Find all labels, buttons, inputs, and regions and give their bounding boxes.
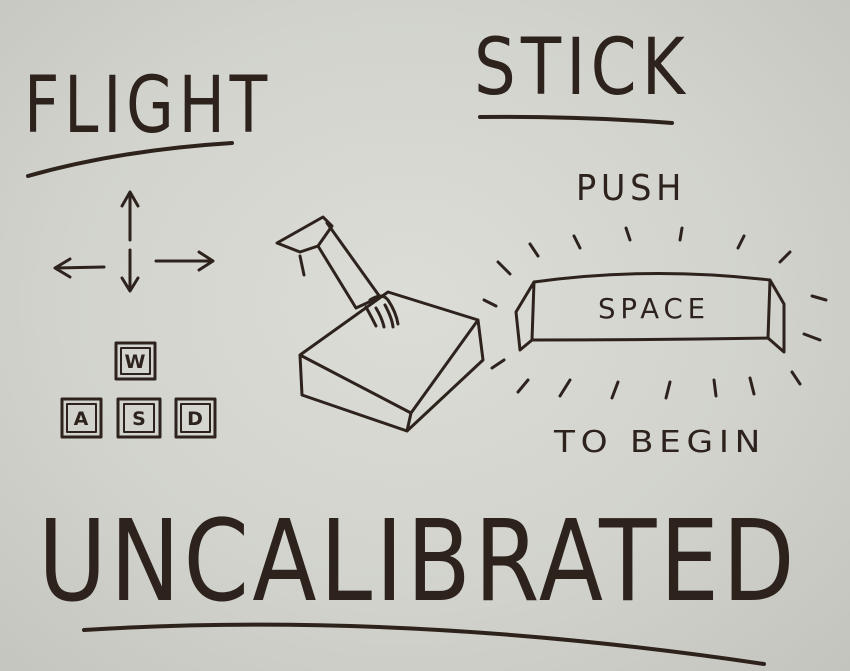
key-d-cap xyxy=(174,397,217,439)
key-w: W xyxy=(114,341,157,381)
game-title: FLIGHT STICK xyxy=(24,23,690,178)
title-flight-underline xyxy=(26,141,234,178)
key-w-inner xyxy=(120,347,151,375)
key-s-label: S xyxy=(132,408,146,430)
key-d-inner xyxy=(180,403,211,433)
key-d: D xyxy=(174,397,217,439)
key-w-label: W xyxy=(125,351,146,373)
key-w-cap xyxy=(114,341,157,381)
arrow-down-icon xyxy=(120,248,140,293)
title-flight: FLIGHT xyxy=(24,61,272,151)
key-a-cap xyxy=(60,397,103,439)
arrow-left-icon xyxy=(53,257,106,279)
status-uncalibrated: UNCALIBRATED xyxy=(38,497,798,627)
joystick-base xyxy=(298,290,485,433)
key-a-inner xyxy=(66,403,97,433)
arrow-right-icon xyxy=(154,250,215,272)
joystick-top xyxy=(275,215,334,277)
wasd-keys: W A S D xyxy=(60,341,217,439)
key-a-label: A xyxy=(74,408,89,430)
space-key-button[interactable]: SPACE xyxy=(514,271,786,354)
space-key-label: SPACE xyxy=(598,292,710,325)
calibration-status: UNCALIBRATED xyxy=(38,497,798,666)
key-d-label: D xyxy=(187,408,203,430)
key-s-inner xyxy=(123,403,155,433)
joystick-hand xyxy=(364,294,400,329)
title-stick: STICK xyxy=(474,23,690,113)
prompt-push: PUSH xyxy=(576,168,686,209)
space-key-outline xyxy=(514,271,786,354)
direction-arrows-icon xyxy=(53,190,215,293)
key-s: S xyxy=(116,397,162,439)
prompt-to-begin: TO BEGIN xyxy=(553,425,766,460)
arrow-up-icon xyxy=(120,190,140,242)
space-glow-icon xyxy=(482,226,828,400)
start-prompt: PUSH SPACE TO BEGIN xyxy=(482,168,828,460)
joystick-icon xyxy=(275,215,485,433)
title-stick-underline xyxy=(478,114,674,125)
joystick-shaft xyxy=(316,221,382,310)
glow-rays xyxy=(482,226,828,400)
status-underline xyxy=(82,622,766,666)
key-s-cap xyxy=(116,397,162,439)
key-a: A xyxy=(60,397,103,439)
